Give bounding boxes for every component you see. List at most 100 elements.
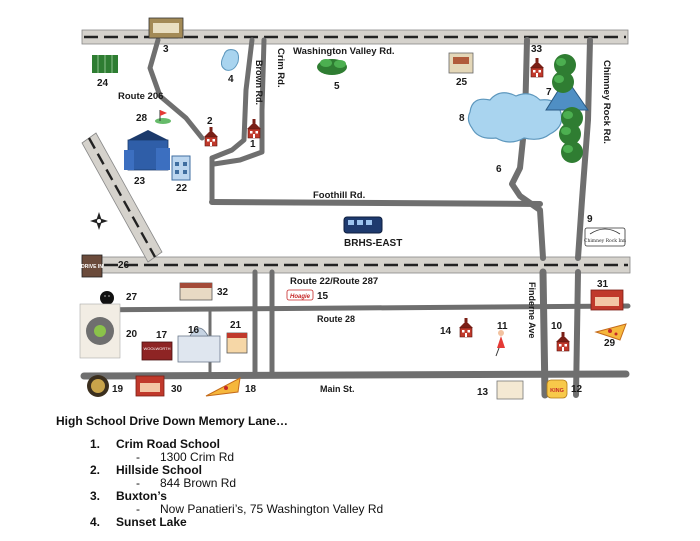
marker-6: 6 [496, 164, 502, 175]
bowling-ball [100, 291, 114, 305]
marker-3: 3 [163, 44, 169, 55]
drive-in-sign: DRIVE IN [81, 254, 103, 278]
store-32 [179, 282, 213, 301]
marker-26: 26 [118, 260, 130, 271]
golf-flag [155, 110, 171, 124]
store-31 [590, 289, 624, 311]
chimney-rock-inn-sign: Chimney Rock Inn [584, 227, 626, 247]
legend-title: High School Drive Down Memory Lane… [56, 414, 289, 428]
marker-28: 28 [136, 113, 148, 124]
school-33-icon [529, 57, 545, 78]
marker-4: 4 [228, 74, 234, 85]
marker-13: 13 [477, 387, 489, 398]
legend-item: 2. Hillside School -844 Brown Rd [90, 463, 676, 490]
marker-9: 9 [587, 214, 593, 225]
marker-33: 33 [531, 44, 543, 55]
hotel-22 [171, 155, 191, 181]
marker-17: 17 [156, 330, 168, 341]
pizza-slice-29 [594, 323, 627, 341]
washington-valley-label: Washington Valley Rd. [293, 46, 395, 57]
legend-detail: -1300 Crim Rd [136, 450, 235, 464]
legend-number: 1. [90, 437, 101, 451]
marker-5: 5 [334, 81, 340, 92]
marker-16: 16 [188, 325, 200, 336]
legend-name: Sunset Lake [116, 515, 187, 529]
marker-7: 7 [546, 87, 552, 98]
plate-19 [87, 375, 109, 397]
school-bus-brhs-east [343, 216, 383, 234]
foothill-label: Foothill Rd. [313, 190, 365, 201]
courthouse-16 [177, 327, 221, 363]
building-25 [448, 52, 474, 74]
pizza-slice-18 [205, 377, 241, 397]
legend-name: Buxton’s [116, 489, 167, 503]
marker-2: 2 [207, 116, 213, 127]
marker-29: 29 [604, 338, 616, 349]
legend-detail: -Now Panatieri’s, 75 Washington Valley R… [136, 502, 384, 516]
marker-8: 8 [459, 113, 465, 124]
legend-item: 1. Crim Road School -1300 Crim Rd [90, 437, 676, 464]
hillside-school-icon [203, 126, 219, 147]
marker-27: 27 [126, 292, 138, 303]
svg-text:WOOLWORTH: WOOLWORTH [144, 346, 171, 351]
legend-item: 4. Sunset Lake [90, 515, 676, 529]
buxtons-building [148, 17, 184, 39]
school-14-icon [458, 317, 474, 338]
sunset-lake [220, 49, 239, 71]
legend-list: 1. Crim Road School -1300 Crim Rd 2. Hills… [56, 438, 676, 529]
marker-11: 11 [497, 321, 508, 332]
finderne-label: Finderne Ave [527, 282, 537, 338]
brhs-east-label: BRHS-EAST [344, 238, 402, 249]
legend-number: 3. [90, 489, 101, 503]
svg-text:Chimney Rock Inn: Chimney Rock Inn [584, 238, 626, 244]
route-206-highway [81, 132, 163, 263]
chimney-rock-label: Chimney Rock Rd. [601, 60, 612, 144]
marker-1: 1 [250, 139, 256, 150]
route-28-label: Route 28 [317, 314, 355, 324]
legend-number: 4. [90, 515, 101, 529]
route-22-label: Route 22/Route 287 [290, 276, 378, 287]
marker-10: 10 [551, 321, 563, 332]
burger-king-sign: KING [546, 379, 568, 399]
traffic-circle [79, 303, 121, 359]
marker-18: 18 [245, 384, 257, 395]
marker-24: 24 [97, 78, 109, 89]
marker-14: 14 [440, 326, 452, 337]
marker-20: 20 [126, 329, 138, 340]
dancer-11 [495, 330, 505, 357]
school-10-icon [555, 331, 571, 352]
football-field [92, 55, 118, 73]
legend-name: Crim Road School [116, 437, 221, 451]
marker-22: 22 [176, 183, 188, 194]
store-30 [135, 375, 165, 397]
local-roads [80, 37, 631, 399]
marker-25: 25 [456, 77, 468, 88]
legend-number: 2. [90, 463, 101, 477]
brown-rd-label: Brown Rd. [254, 60, 264, 105]
svg-text:DRIVE IN: DRIVE IN [81, 264, 103, 270]
marker-32: 32 [217, 287, 229, 298]
hoagie-sign: Hoagie [286, 289, 314, 301]
crim-rd-label: Crim Rd. [275, 48, 286, 88]
woolworth-store: WOOLWORTH [141, 341, 173, 361]
marker-19: 19 [112, 384, 124, 395]
legend-name: Hillside School [116, 463, 203, 477]
store-13 [496, 380, 524, 400]
marker-12: 12 [571, 384, 583, 395]
marker-15: 15 [317, 291, 329, 302]
legend-item: 3. Buxton’s -Now Panatieri’s, 75 Washingt… [90, 489, 676, 516]
route-22-highway [81, 256, 631, 274]
building-21 [226, 332, 248, 354]
mansion-23 [124, 130, 170, 171]
main-st-label: Main St. [320, 384, 355, 394]
marker-30: 30 [171, 384, 183, 395]
marker-31: 31 [597, 279, 609, 290]
svg-text:Hoagie: Hoagie [290, 294, 311, 300]
legend-detail: -844 Brown Rd [136, 476, 237, 490]
park-trees-5 [317, 59, 347, 75]
svg-text:KING: KING [550, 388, 564, 394]
lake-8 [467, 92, 563, 143]
crim-road-school-icon [246, 118, 262, 139]
marker-21: 21 [230, 320, 242, 331]
memory-lane-legend: High School Drive Down Memory Lane… 1. Cr… [56, 414, 676, 529]
